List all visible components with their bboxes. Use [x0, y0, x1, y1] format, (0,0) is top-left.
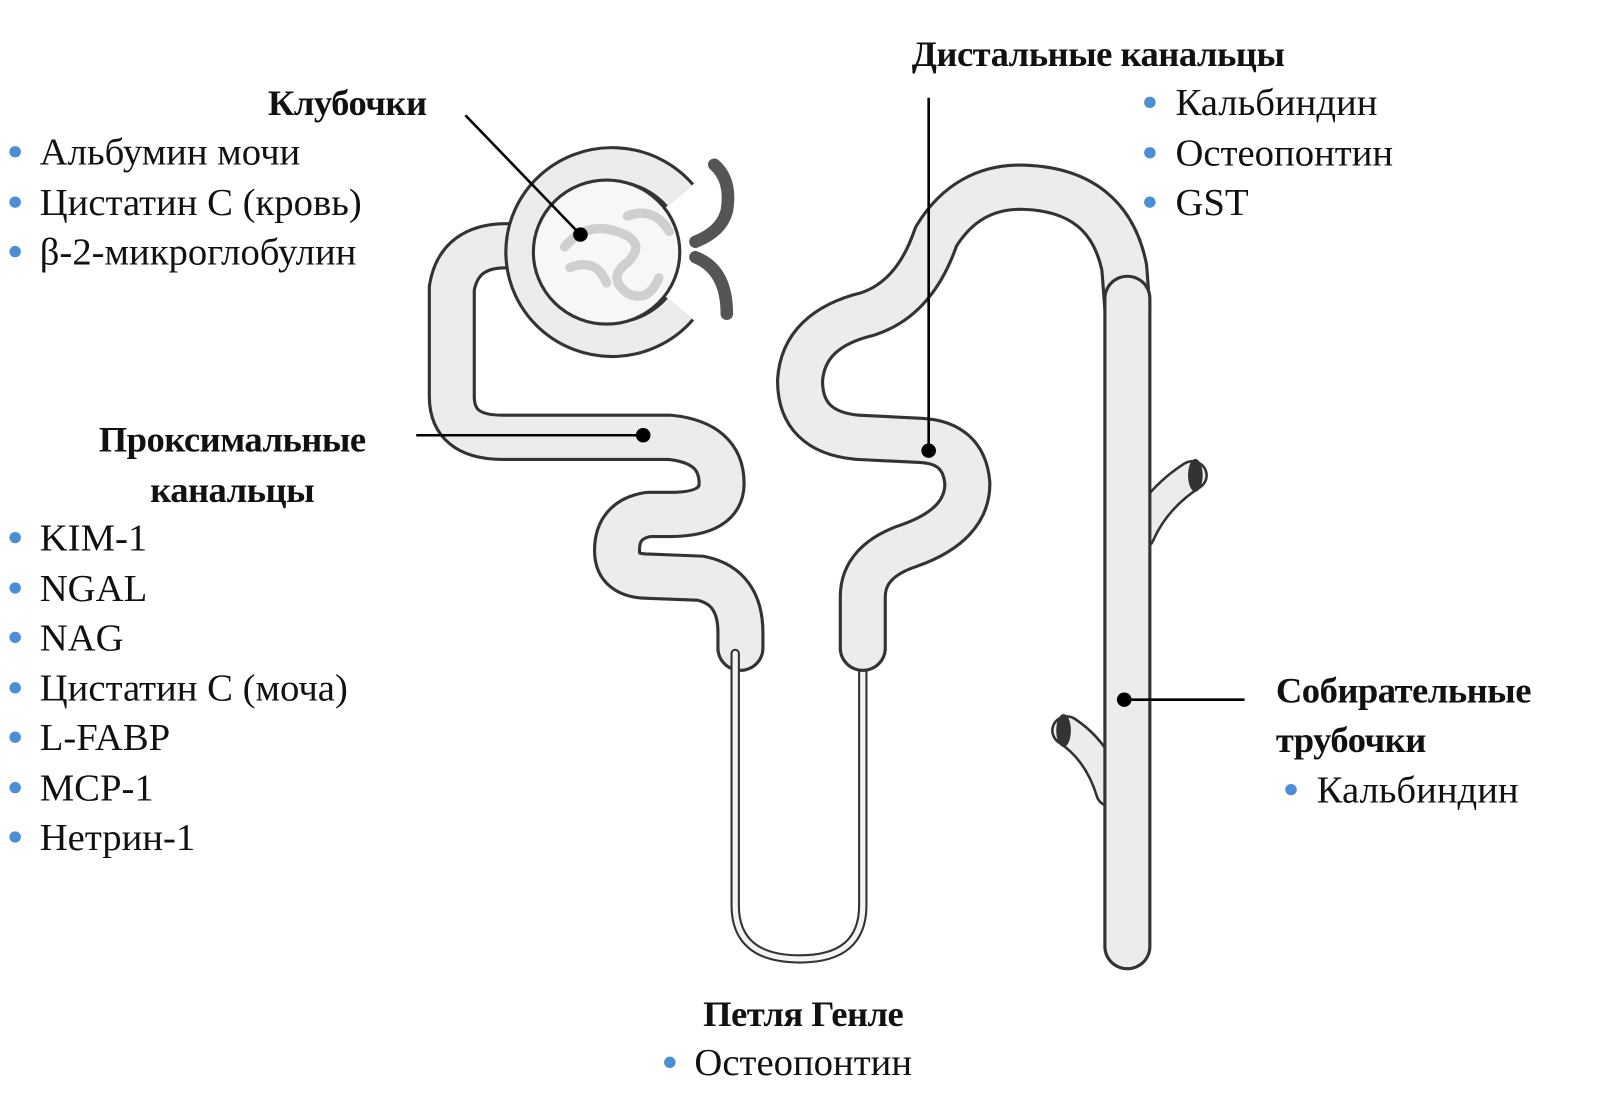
list-item: KIM-1	[39, 517, 148, 560]
list-item: Остеопонтин	[694, 1042, 913, 1085]
henle-title: Петля Генле	[703, 993, 904, 1035]
list-item: MCP-1	[39, 767, 154, 810]
bullet-icon	[9, 146, 21, 158]
bullet-icon	[9, 631, 21, 644]
proximal-pointer-dot	[635, 428, 651, 443]
bullet-icon	[9, 682, 21, 694]
distal-title: Дистальные канальцы	[911, 33, 1285, 75]
list-item: L-FABP	[39, 717, 171, 760]
afferent-vessel	[689, 251, 734, 320]
distal-tubule	[775, 163, 1152, 672]
bullet-icon	[1144, 96, 1156, 109]
distal-pointer-dot	[921, 443, 936, 458]
proximal-title-line2: канальцы	[150, 470, 315, 511]
list-item: NAG	[39, 617, 124, 660]
list-item: Цистатин С (моча)	[39, 667, 348, 710]
bullet-icon	[1144, 196, 1156, 208]
bullet-icon	[664, 1056, 676, 1068]
glomeruli-pointer-line	[464, 114, 582, 236]
list-item: Нетрин-1	[39, 816, 196, 860]
proximal-title-line1: Проксимальные	[98, 419, 366, 460]
list-item: NGAL	[39, 567, 148, 611]
bullet-icon	[9, 831, 21, 843]
proximal-tubule	[427, 222, 765, 672]
list-item: GST	[1175, 182, 1249, 225]
list-item: β-2-микроглобулин	[39, 231, 357, 274]
glomerulus	[504, 146, 695, 359]
bullet-icon	[9, 582, 21, 594]
bullet-icon	[9, 245, 21, 258]
list-item: Альбумин мочи	[39, 131, 301, 174]
bullet-icon	[9, 196, 21, 208]
loop-of-henle	[730, 648, 868, 964]
list-item: Остеопонтин	[1175, 132, 1394, 175]
collecting-title-line1: Собирательные	[1275, 670, 1532, 711]
collecting-title-line2: трубочки	[1275, 720, 1426, 761]
bullet-icon	[1285, 784, 1297, 796]
glomeruli-pointer-dot	[573, 227, 588, 242]
list-item: Кальбиндин	[1316, 769, 1519, 812]
collecting-pointer-dot	[1116, 692, 1132, 707]
collecting-duct	[1051, 274, 1208, 971]
bullet-icon	[1144, 147, 1156, 159]
bullet-icon	[9, 731, 21, 743]
efferent-vessel	[689, 158, 735, 248]
glomeruli-title: Клубочки	[267, 83, 427, 124]
bullet-icon	[9, 531, 21, 544]
bullet-icon	[9, 781, 21, 794]
list-item: Кальбиндин	[1175, 82, 1378, 125]
list-item: Цистатин С (кровь)	[39, 182, 362, 225]
